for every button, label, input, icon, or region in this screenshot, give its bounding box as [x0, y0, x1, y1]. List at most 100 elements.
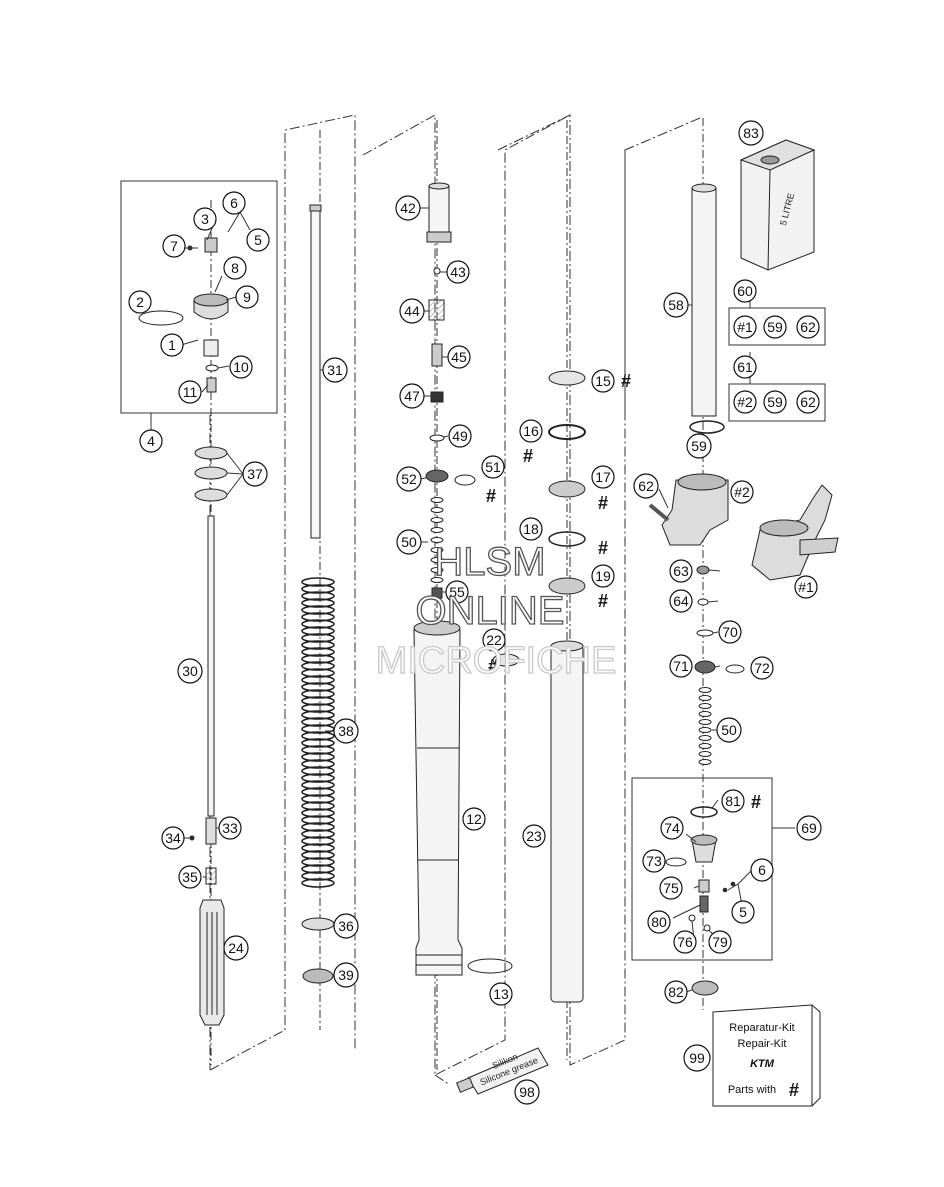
callout-label-p72: 72 — [754, 660, 770, 676]
callout-label-p39: 39 — [338, 967, 354, 983]
shim — [698, 695, 712, 701]
callout-label-h2a: #2 — [737, 394, 753, 410]
callout-label-p61: 61 — [737, 359, 753, 375]
callout-circle — [333, 718, 359, 744]
callout-circle — [246, 228, 270, 252]
watermark: HLSM ONLINE MICROFICHE — [375, 539, 617, 682]
callout-label-p44: 44 — [404, 303, 420, 319]
callout-circle — [223, 256, 247, 280]
spring-coil — [301, 591, 335, 601]
spring-coil — [301, 703, 335, 713]
hash-16: # — [523, 446, 533, 466]
kit-line-2: Repair-Kit — [738, 1038, 787, 1050]
shim — [430, 507, 444, 513]
group-box-4 — [120, 180, 278, 414]
callout-label-p19: 19 — [595, 568, 611, 584]
shim — [698, 711, 712, 717]
right-column-parts — [648, 183, 839, 996]
callout-circle — [663, 292, 689, 318]
callout-label-h1a: #1 — [737, 319, 753, 335]
callout-circle — [177, 658, 203, 684]
callout-circle — [489, 982, 513, 1006]
callout-circle — [229, 355, 253, 379]
callout-label-p99: 99 — [689, 1050, 705, 1066]
callout-label-p2: 2 — [136, 294, 144, 310]
callout-circle — [669, 559, 693, 583]
spring-coil — [301, 696, 335, 706]
callout-label-p16: 16 — [523, 423, 539, 439]
spring-coil — [301, 598, 335, 608]
callout-circle — [731, 900, 755, 924]
callout-circle — [333, 913, 359, 939]
callout-circle — [683, 1044, 711, 1072]
callout-label-p51: 51 — [485, 459, 501, 475]
callout-circle — [733, 279, 757, 303]
spring-coil — [301, 871, 335, 881]
spring-coil — [301, 619, 335, 629]
shim — [430, 527, 444, 533]
spring-coil — [301, 780, 335, 790]
callout-circle — [396, 466, 422, 492]
callout-label-p31: 31 — [327, 362, 343, 378]
callout-label-p62a: 62 — [638, 478, 654, 494]
shim-stack-50-right — [698, 687, 712, 765]
callout-label-p79: 79 — [712, 934, 728, 950]
hash-18: # — [598, 538, 608, 558]
watermark-line-1: HLSM — [434, 540, 545, 584]
callout-label-p34: 34 — [165, 830, 181, 846]
middle-column-parts — [413, 182, 513, 976]
callout-circle — [721, 789, 745, 813]
callout-label-p76: 76 — [677, 934, 693, 950]
hash-22: # — [488, 656, 498, 676]
callout-circle — [716, 717, 742, 743]
shim — [698, 735, 712, 741]
callout-circle — [462, 807, 486, 831]
spring-coil — [301, 626, 335, 636]
shim — [430, 557, 444, 563]
spring-coil — [301, 808, 335, 818]
callout-circle — [399, 298, 425, 324]
callout-label-p98: 98 — [519, 1084, 535, 1100]
spring-coil — [301, 829, 335, 839]
spring-coil — [301, 857, 335, 867]
callout-circle — [591, 369, 615, 393]
spring-coil — [301, 633, 335, 643]
callout-label-p47: 47 — [404, 388, 420, 404]
callout-label-p38: 38 — [338, 723, 354, 739]
callout-labels: 1234567891011121315161718192223243031333… — [128, 120, 822, 1105]
callout-label-p64: 64 — [673, 593, 689, 609]
callout-circle — [514, 1079, 540, 1105]
callout-circle — [235, 285, 259, 309]
callout-circle — [178, 380, 202, 404]
hash-15: # — [621, 371, 631, 391]
callout-circle — [193, 207, 217, 231]
callout-label-p62b: 62 — [800, 319, 816, 335]
callout-circle — [481, 455, 505, 479]
callout-circle — [222, 191, 246, 215]
callout-circle — [446, 260, 470, 284]
shim — [430, 497, 444, 503]
callout-circle — [730, 480, 754, 504]
callout-label-p5: 5 — [254, 232, 262, 248]
watermark-line-2: ONLINE — [416, 589, 565, 633]
spring-column-parts — [301, 204, 335, 984]
callout-label-p81: 81 — [725, 793, 741, 809]
callout-circle — [733, 390, 757, 414]
callout-label-p8: 8 — [231, 260, 239, 276]
callout-circle — [591, 564, 615, 588]
callout-circle — [633, 473, 659, 499]
callout-label-p33: 33 — [222, 820, 238, 836]
callout-circle — [796, 390, 820, 414]
callout-label-p82: 82 — [668, 984, 684, 1000]
callout-label-p49: 49 — [452, 428, 468, 444]
spring-coil — [301, 745, 335, 755]
callout-circle — [396, 529, 422, 555]
spring-coil — [301, 640, 335, 650]
callout-label-p11: 11 — [183, 384, 198, 400]
callout-label-p62c: 62 — [800, 394, 816, 410]
callout-label-p71: 71 — [673, 658, 689, 674]
callout-circle — [796, 815, 822, 841]
spring-coil — [301, 647, 335, 657]
callout-label-p3: 3 — [201, 211, 209, 227]
callout-label-p50a: 50 — [401, 534, 417, 550]
